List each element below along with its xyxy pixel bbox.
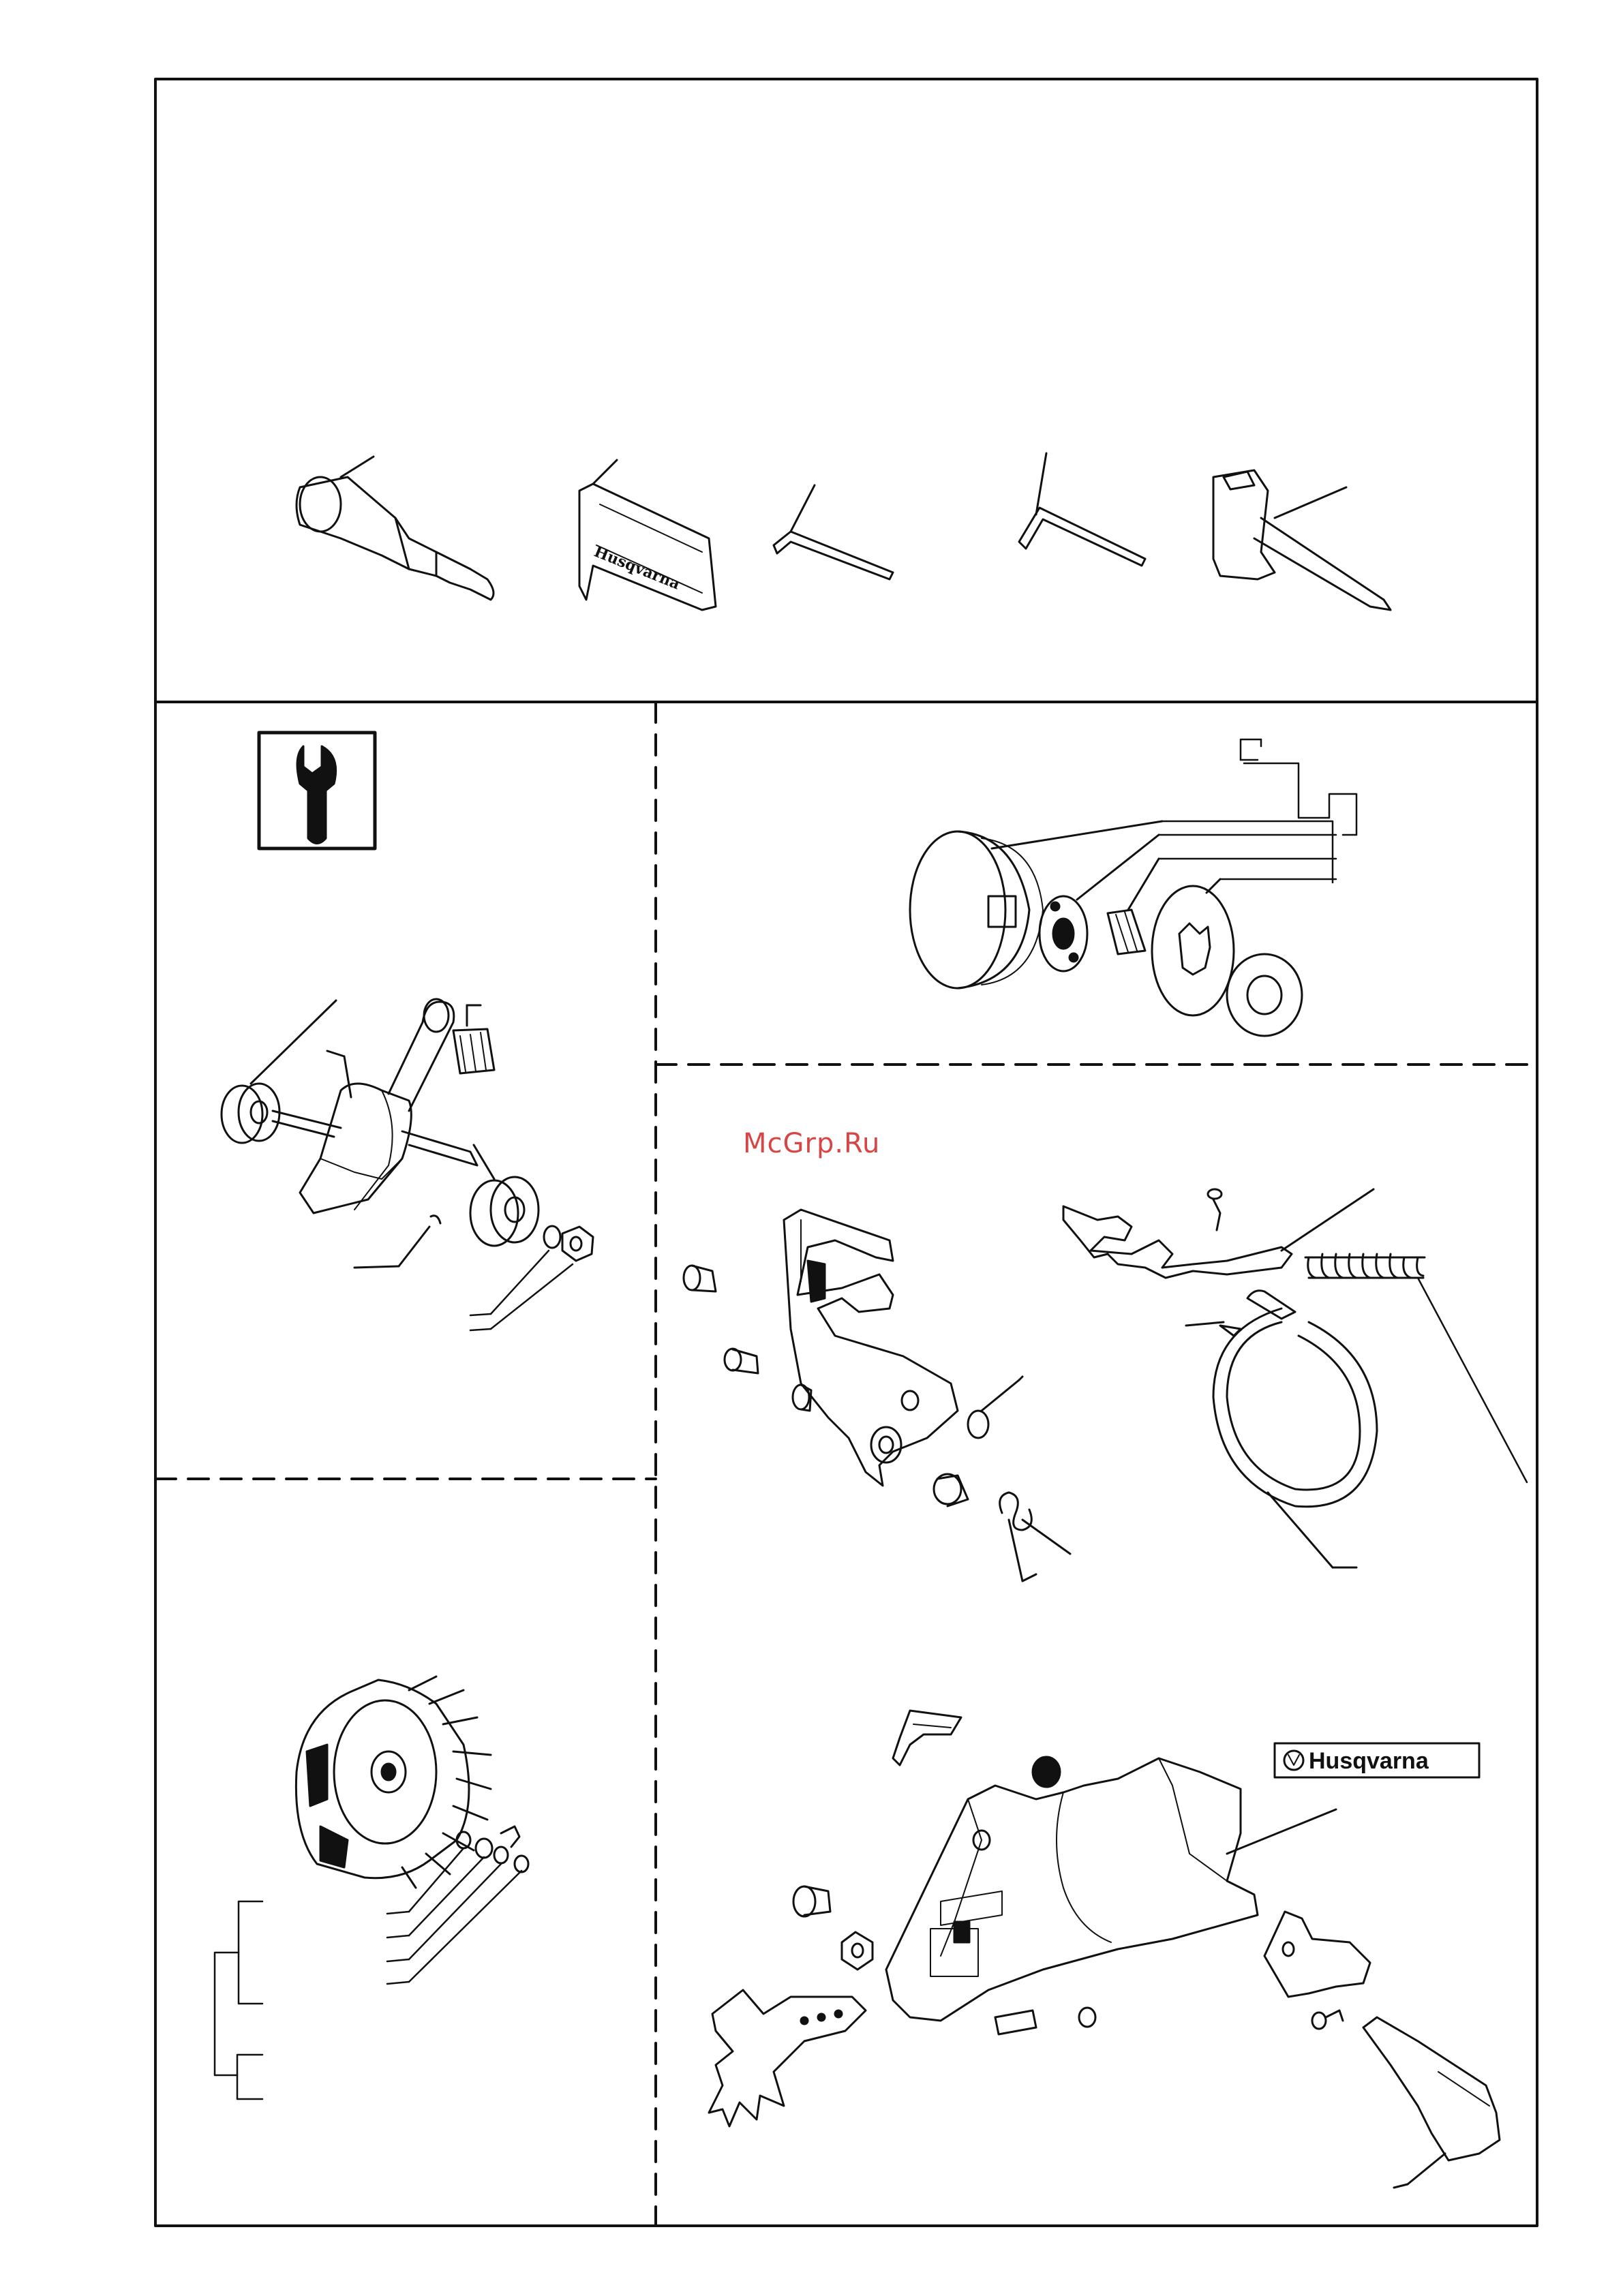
brake-lever — [1063, 1189, 1374, 1278]
brake-handle — [784, 1210, 958, 1486]
chain-catcher — [1264, 1912, 1370, 1997]
shoulder-screw-upper — [684, 1266, 716, 1291]
wrench-icon — [259, 733, 375, 848]
needle-bearing — [453, 1005, 494, 1073]
crankshaft — [273, 1051, 477, 1213]
clutch-drum-section — [910, 739, 1356, 1036]
flywheel-section — [215, 1677, 528, 2099]
crankshaft-section — [222, 733, 593, 1330]
piston-stop-tool — [297, 457, 494, 600]
clutch-cover — [886, 1757, 1336, 2021]
cover-guard-plate — [1363, 2017, 1500, 2188]
clutch-washer — [1227, 954, 1302, 1036]
clutch-needle-bearing — [1108, 859, 1159, 954]
flywheel — [296, 1677, 491, 1888]
nameplate-brand-text: Husqvarna — [1309, 1748, 1429, 1774]
catcher-screw — [1312, 2010, 1343, 2029]
brake-band — [1213, 1291, 1377, 1567]
crankshaft-nut — [562, 1227, 593, 1261]
clutch-cover-section: Husqvarna — [709, 1711, 1500, 2188]
watermark: McGrp.Ru — [743, 1128, 880, 1159]
right-main-bearing — [470, 1145, 539, 1246]
chain-guide-clip — [893, 1711, 961, 1765]
flat-washer — [544, 1226, 560, 1248]
flywheel-leaders — [215, 1848, 521, 2099]
cover-bolt — [793, 1886, 830, 1916]
cover-nut — [842, 1932, 873, 1970]
clutch-bracket-leaders — [1159, 739, 1356, 883]
cover-spacer-block — [995, 2008, 1095, 2034]
flywheel-fasteners — [457, 1826, 528, 1872]
shoulder-screw-lower — [725, 1349, 811, 1411]
connecting-rod — [389, 999, 454, 1111]
crank-leader-lines — [470, 1251, 573, 1330]
hex-key-large — [1019, 453, 1145, 566]
combination-spanner — [1213, 470, 1391, 610]
woodruff-key — [354, 1216, 440, 1268]
tube-brand-label: Husqvarna — [592, 542, 682, 593]
brake-band-pin — [1186, 1322, 1224, 1326]
tools-kit-section: Husqvarna — [297, 453, 1391, 610]
rim-sprocket — [1152, 879, 1234, 1015]
brake-torsion-spring — [1000, 1493, 1070, 1581]
clutch-drum — [910, 821, 1162, 988]
brake-circlip — [968, 1377, 1022, 1438]
brake-bushing — [934, 1474, 968, 1506]
hex-key-small — [774, 485, 893, 579]
grease-tube — [579, 460, 716, 610]
chain-brake-section — [684, 1189, 1527, 1581]
spiked-bumper — [709, 1990, 866, 2126]
